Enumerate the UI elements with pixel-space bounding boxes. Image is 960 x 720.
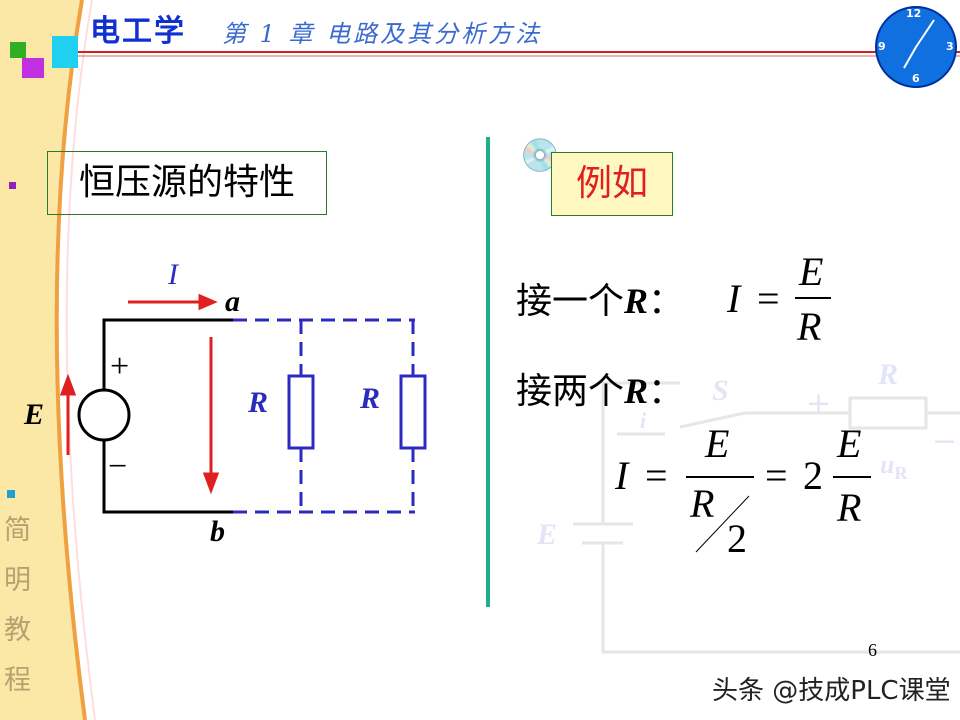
one-resistor-line: 接一个R： bbox=[516, 281, 685, 322]
eq1-denominator: R bbox=[797, 304, 822, 349]
eq2-divisor: 2 bbox=[727, 516, 747, 561]
bg-voltage-label: uR bbox=[880, 450, 908, 484]
side-text: 简 bbox=[4, 515, 31, 546]
eq2-coefficient: 2 bbox=[803, 453, 823, 498]
bg-r-label: R bbox=[878, 358, 899, 391]
bg-plus: + bbox=[806, 386, 832, 421]
bg-current-label: i bbox=[640, 408, 647, 433]
source-label: E bbox=[24, 398, 45, 431]
eq2-fraction-bar-2 bbox=[833, 476, 871, 478]
page-number: 6 bbox=[868, 640, 877, 660]
resistor-1-label: R bbox=[248, 386, 269, 419]
eq1-equals: = bbox=[757, 276, 780, 321]
clock-9: 9 bbox=[878, 40, 886, 53]
two-resistor-line: 接两个R： bbox=[516, 371, 685, 412]
watermark: 头条 @技成PLC课堂 bbox=[712, 676, 951, 706]
node-a-label: a bbox=[225, 285, 240, 318]
eq2-equals-2: = bbox=[765, 453, 788, 498]
course-title: 电工学 bbox=[90, 14, 186, 49]
clock-6: 6 bbox=[912, 72, 920, 85]
example-box: 例如 bbox=[551, 152, 673, 216]
eq2-denominator-2: R bbox=[837, 485, 862, 530]
node-b-label: b bbox=[210, 515, 225, 548]
eq1-numerator: E bbox=[799, 249, 824, 294]
side-text: 教 bbox=[4, 615, 31, 646]
clock-12: 12 bbox=[906, 7, 922, 20]
bg-source-label: E bbox=[537, 518, 558, 551]
eq2-equals: = bbox=[645, 453, 668, 498]
circuit-diagram bbox=[59, 293, 750, 553]
resistor-1 bbox=[287, 374, 315, 450]
bullet bbox=[7, 490, 15, 498]
chapter-title: 第 1 章 电路及其分析方法 bbox=[222, 20, 543, 48]
clock-icon bbox=[875, 6, 957, 88]
voltage-source-symbol bbox=[77, 388, 131, 442]
background-circuit bbox=[573, 381, 960, 654]
current-label: I bbox=[168, 258, 178, 291]
eq1-lhs: I bbox=[727, 276, 741, 321]
clock-3: 3 bbox=[946, 40, 954, 53]
deco-square-cyan bbox=[52, 36, 78, 68]
eq2-fraction-bar bbox=[686, 476, 754, 478]
eq2-numerator: E bbox=[705, 421, 730, 466]
bg-switch-label: S bbox=[712, 374, 729, 407]
resistor-2-label: R bbox=[360, 382, 381, 415]
resistor-2 bbox=[399, 374, 427, 450]
eq2-denominator: R bbox=[690, 481, 715, 526]
eq2-numerator-2: E bbox=[837, 421, 862, 466]
bg-minus: − bbox=[932, 424, 958, 459]
eq2-lhs: I bbox=[615, 453, 629, 498]
deco-square-green bbox=[10, 42, 26, 58]
side-text: 程 bbox=[4, 665, 31, 696]
heading-box: 恒压源的特性 bbox=[47, 151, 327, 215]
bullet bbox=[9, 182, 16, 189]
side-text: 明 bbox=[4, 565, 31, 596]
plus-sign: + bbox=[110, 348, 130, 385]
dashed-wires bbox=[233, 318, 415, 514]
minus-sign: − bbox=[108, 448, 128, 485]
deco-square-purple bbox=[22, 58, 44, 78]
eq1-fraction-bar bbox=[795, 297, 831, 299]
